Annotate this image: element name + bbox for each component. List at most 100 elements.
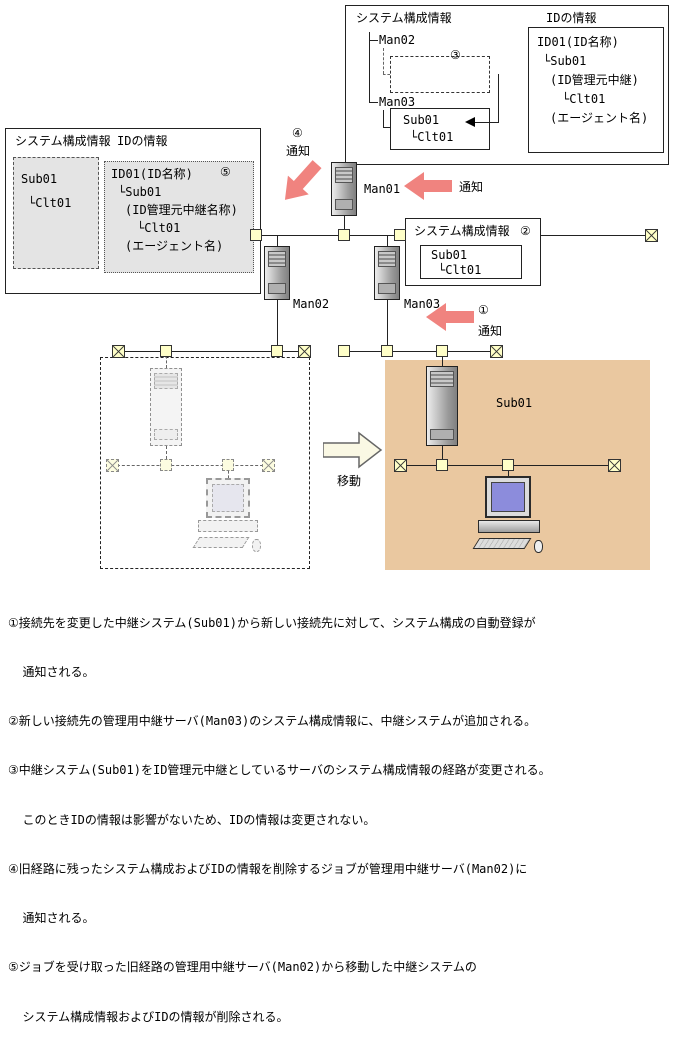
sub01-label: Sub01 bbox=[21, 172, 58, 186]
old-sub01-server-icon bbox=[150, 368, 182, 446]
note-line-1b: 通知される。 bbox=[8, 665, 95, 680]
sub01-server-icon bbox=[426, 366, 458, 446]
man03-server-icon bbox=[374, 246, 400, 300]
relay-origin-label: (ID管理元中継名称) bbox=[125, 203, 238, 217]
man01-link-line bbox=[344, 216, 345, 230]
sub01-label: └Sub01 bbox=[543, 54, 587, 68]
man03-tree-label: Man03 bbox=[379, 95, 416, 109]
move-elbow-line bbox=[473, 122, 499, 123]
tree-line bbox=[383, 110, 384, 128]
clt01-label: └Clt01 bbox=[438, 263, 482, 277]
sub01-downlink-line bbox=[442, 446, 443, 459]
old-client-computer-icon bbox=[192, 478, 264, 558]
detail-info-box: システム構成情報 IDの情報 Man02 ③ Man03 Sub01 └Clt0… bbox=[345, 5, 669, 165]
network-node bbox=[222, 459, 234, 471]
man03-uplink-line bbox=[387, 235, 388, 246]
network-terminator-icon bbox=[298, 345, 311, 358]
old-server-downlink-line bbox=[166, 446, 167, 459]
old-server-uplink-line bbox=[166, 351, 167, 368]
man02-uplink-line bbox=[277, 235, 278, 246]
tree-line bbox=[383, 127, 390, 128]
notify4-label: 通知 bbox=[286, 144, 311, 158]
removed-entry-box bbox=[390, 56, 490, 93]
network-node bbox=[160, 345, 172, 357]
network-terminator-icon bbox=[394, 459, 407, 472]
step1-marker: ① bbox=[478, 303, 489, 317]
client-uplink-line-new bbox=[508, 471, 509, 478]
mouse-icon bbox=[534, 540, 543, 553]
man01-server-icon bbox=[331, 162, 357, 216]
network-bus-left bbox=[118, 351, 304, 352]
network-node bbox=[381, 345, 393, 357]
network-node bbox=[436, 345, 448, 357]
sub01-label: └Sub01 bbox=[118, 185, 162, 199]
sub01-label: Sub01 bbox=[403, 113, 440, 127]
network-terminator-icon bbox=[112, 345, 125, 358]
step2-marker: ② bbox=[520, 224, 531, 238]
move-block-arrow bbox=[323, 431, 383, 469]
network-terminator-icon bbox=[262, 459, 275, 472]
notify1-label: 通知 bbox=[478, 324, 503, 338]
network-node bbox=[436, 459, 448, 471]
move-elbow-line bbox=[498, 74, 499, 123]
network-node bbox=[250, 229, 262, 241]
sysconfig-title: システム構成情報 bbox=[356, 11, 452, 25]
move-arrowhead-icon bbox=[465, 117, 475, 127]
note-line-2: ②新しい接続先の管理用中継サーバ(Man03)のシステム構成情報に、中継システム… bbox=[8, 714, 537, 729]
clt01-label: └Clt01 bbox=[410, 130, 454, 144]
step5-marker: ⑤ bbox=[220, 165, 231, 179]
step4-marker: ④ bbox=[292, 126, 303, 140]
note-line-5: ⑤ジョブを受け取った旧経路の管理用中継サーバ(Man02)から移動した中継システ… bbox=[8, 960, 477, 975]
man02-downlink-line bbox=[277, 300, 278, 345]
clt01-label: └Clt01 bbox=[562, 92, 606, 106]
note-line-3b: このときIDの情報は影響がないため、IDの情報は変更されない。 bbox=[8, 812, 376, 827]
man02-server-icon bbox=[264, 246, 290, 300]
clt01-label: └Clt01 bbox=[137, 221, 181, 235]
note-line-1: ①接続先を変更した中継システム(Sub01)から新しい接続先に対して、システム構… bbox=[8, 615, 536, 630]
tree-line bbox=[369, 40, 378, 41]
system-unit-icon bbox=[478, 520, 540, 533]
diagram-canvas: システム構成情報 IDの情報 Sub01 └Clt01 ID01(ID名称) └… bbox=[0, 0, 673, 737]
screen bbox=[491, 482, 525, 512]
system-unit-icon bbox=[198, 520, 258, 532]
man02-info-box: システム構成情報 IDの情報 Sub01 └Clt01 ID01(ID名称) └… bbox=[5, 128, 261, 294]
move-label: 移動 bbox=[337, 474, 362, 488]
man02-label: Man02 bbox=[293, 297, 330, 311]
tree-line bbox=[369, 102, 378, 103]
relay-origin-label: (ID管理元中継) bbox=[550, 73, 639, 87]
id-detail-box: ID01(ID名称) └Sub01 (ID管理元中継) └Clt01 (エージェ… bbox=[528, 27, 664, 153]
note-line-4b: 通知される。 bbox=[8, 911, 95, 926]
network-node bbox=[160, 459, 172, 471]
sub01-uplink-line bbox=[442, 351, 443, 366]
network-bus-old bbox=[112, 465, 268, 466]
network-node bbox=[502, 459, 514, 471]
clt01-label: └Clt01 bbox=[28, 196, 72, 210]
network-node bbox=[271, 345, 283, 357]
keyboard-icon bbox=[192, 537, 250, 548]
note-line-3: ③中継システム(Sub01)をID管理元中継としているサーバのシステム構成情報の… bbox=[8, 763, 551, 778]
man02-tree-label: Man02 bbox=[379, 33, 416, 47]
man01-label: Man01 bbox=[364, 182, 401, 196]
legend-notes: ①接続先を変更した中継システム(Sub01)から新しい接続先に対して、システム構… bbox=[8, 582, 668, 1058]
id01-label: ID01(ID名称) bbox=[111, 167, 193, 181]
client-uplink-line-old bbox=[228, 471, 229, 478]
network-node bbox=[394, 229, 406, 241]
notify-arrow-to-man02 bbox=[284, 160, 322, 200]
agent-name-label: (エージェント名) bbox=[125, 239, 224, 253]
sysconfig-title: システム構成情報 bbox=[15, 134, 111, 148]
tree-dashed-line bbox=[383, 48, 384, 74]
screen bbox=[212, 484, 244, 512]
notify-top-label: 通知 bbox=[459, 180, 484, 194]
man03-downlink-line bbox=[387, 300, 388, 345]
sub01-label: Sub01 bbox=[496, 396, 533, 410]
network-node bbox=[338, 229, 350, 241]
tree-dashed-line bbox=[383, 74, 390, 75]
man03-sysconfig-box: システム構成情報 ② Sub01 └Clt01 bbox=[405, 218, 541, 286]
agent-name-label: (エージェント名) bbox=[550, 111, 649, 125]
network-bus-right bbox=[344, 351, 496, 352]
network-terminator-icon bbox=[645, 229, 658, 242]
sub01-label: Sub01 bbox=[431, 248, 468, 262]
sysconfig-title: システム構成情報 bbox=[414, 224, 510, 238]
network-terminator-icon bbox=[490, 345, 503, 358]
man03-label: Man03 bbox=[404, 297, 441, 311]
